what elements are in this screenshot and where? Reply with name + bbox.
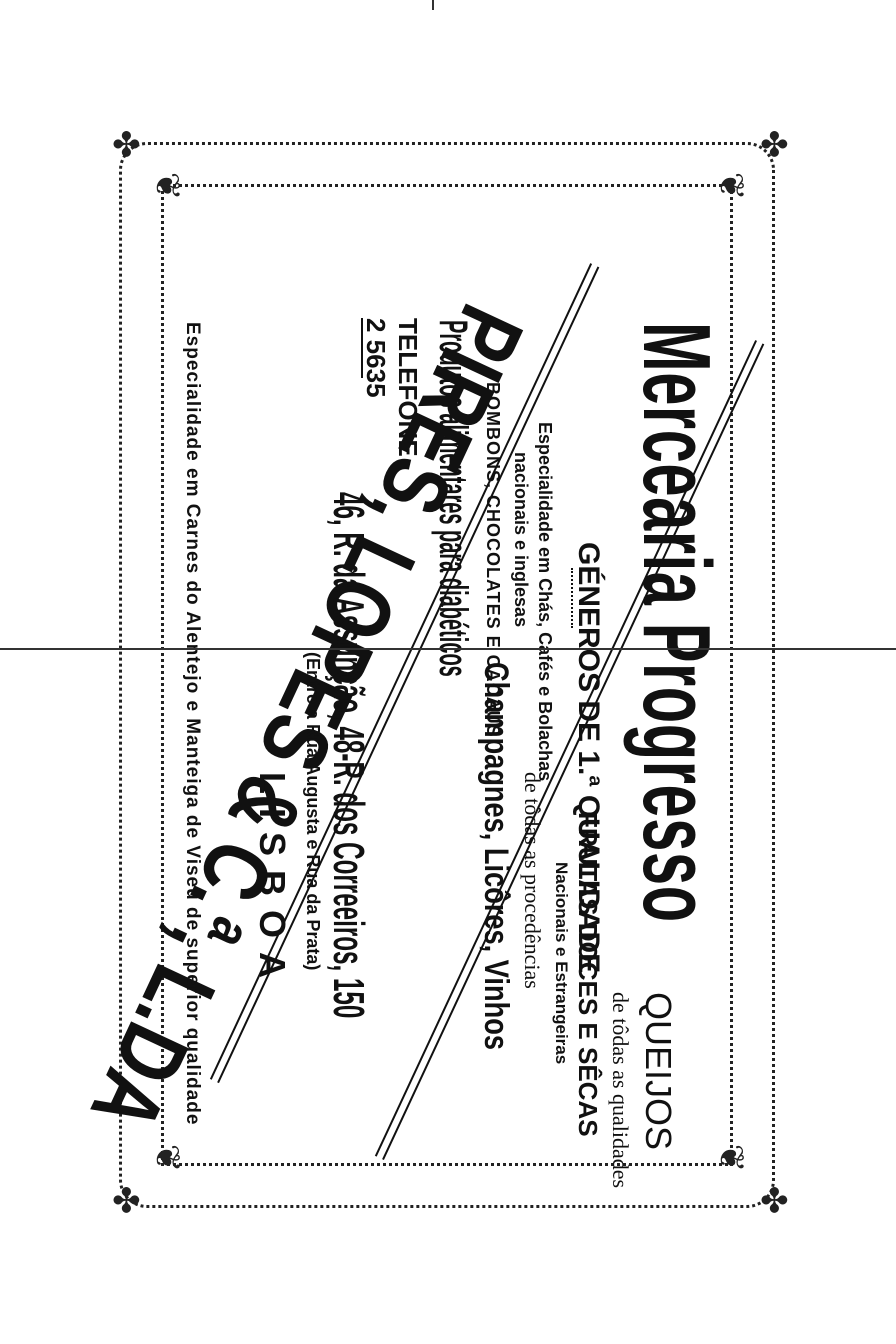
corner-ornament-icon: ✤	[105, 1185, 145, 1215]
frutas-heading: FRUTAS DOCES E SÊCAS	[573, 812, 603, 1137]
inner-corner-ornament-icon: ❦	[147, 1143, 187, 1173]
inner-corner-ornament-icon: ❦	[711, 1143, 751, 1173]
scan-mark	[432, 0, 434, 10]
inner-corner-ornament-icon: ❦	[711, 171, 751, 201]
paper-fold-line	[0, 648, 896, 650]
inner-corner-ornament-icon: ❦	[147, 171, 187, 201]
queijos-sub: de tôdas as qualidades	[608, 992, 633, 1189]
address: 46, R. da Assunção, 48-R. dos Correeiros…	[324, 492, 373, 1019]
footer-speciality: Especialidade em Carnes do Alentejo e Ma…	[182, 322, 203, 1126]
queijos-heading: QUEIJOS	[638, 992, 679, 1151]
city: LISBOA	[252, 772, 293, 993]
address-note: (Entre a Rua Augusta e Rua da Prata)	[303, 652, 323, 971]
corner-ornament-icon: ✤	[753, 129, 793, 159]
frutas-sub: Nacionais e Estrangeiras	[552, 862, 571, 1065]
corner-ornament-icon: ✤	[753, 1185, 793, 1215]
divider	[361, 318, 363, 378]
advertisement: ✤ ✤ ✤ ✤ ❦ ❦ ❦ ❦ Mercearia Progresso GÉNE…	[71, 122, 793, 1222]
corner-ornament-icon: ✤	[105, 129, 145, 159]
telephone-number: 2 5635	[361, 318, 391, 398]
